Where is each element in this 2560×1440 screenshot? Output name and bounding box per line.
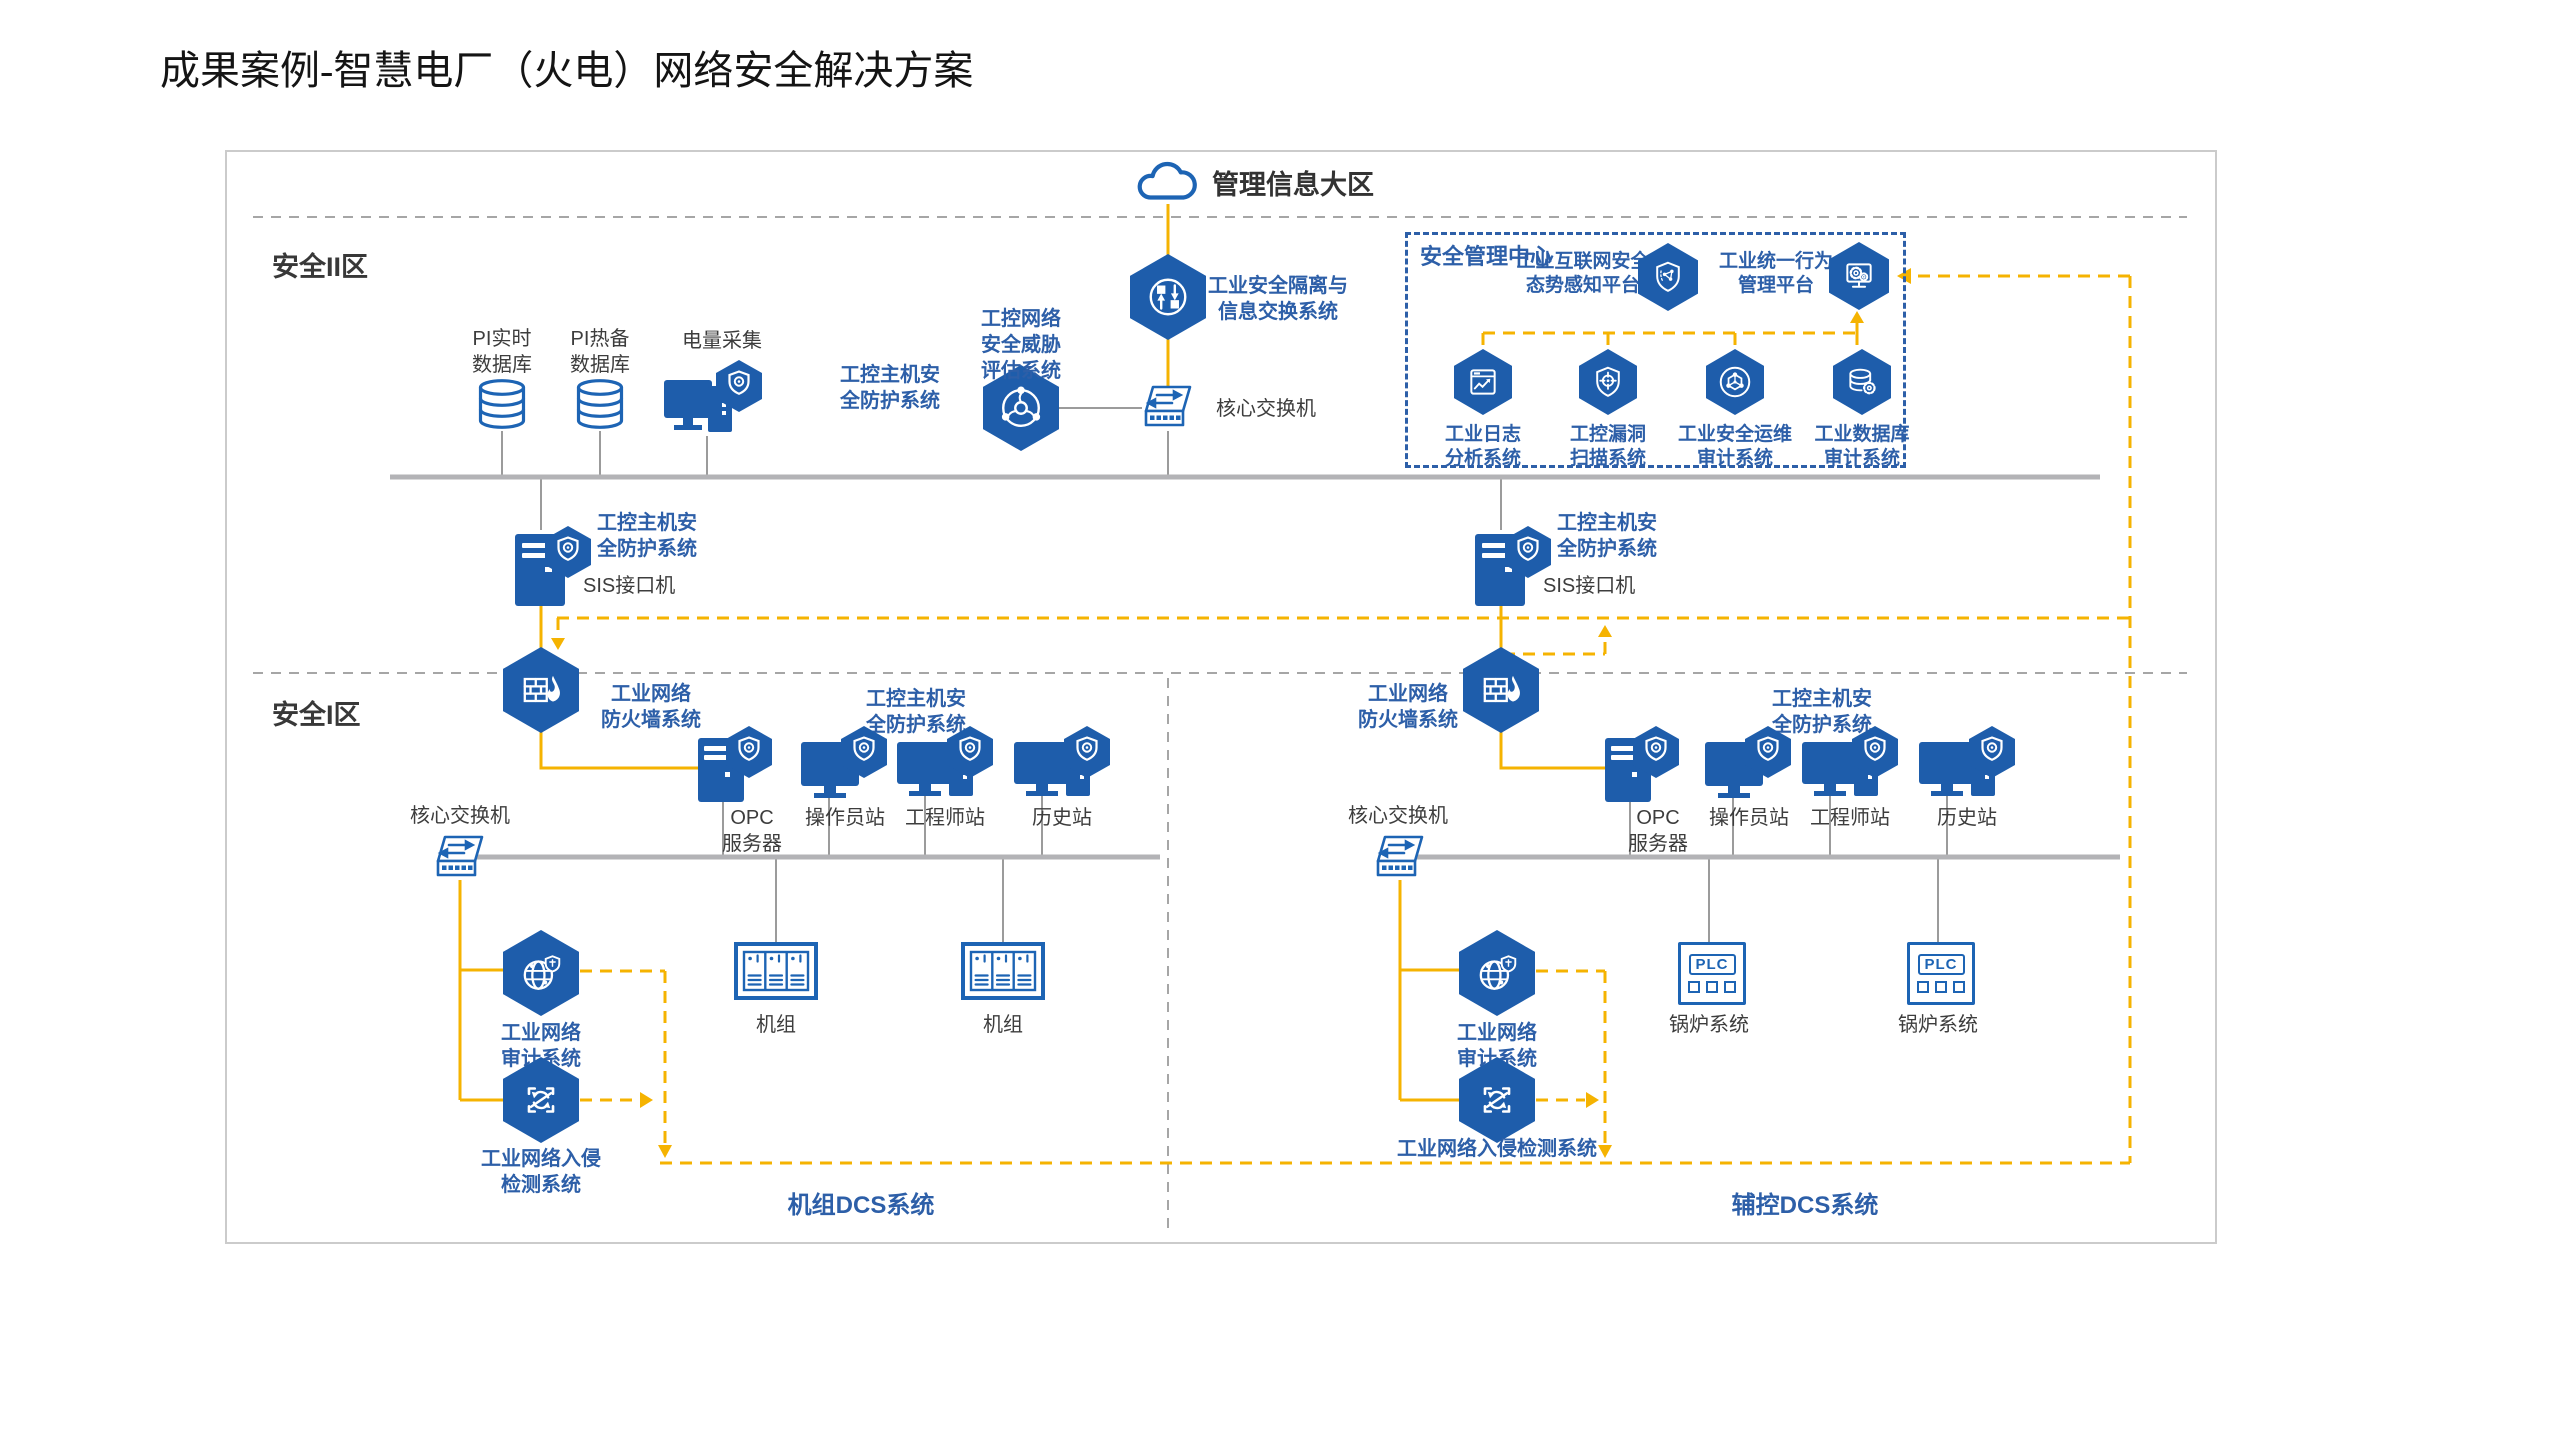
firewall-right-label: 工业网络 防火墙系统	[1358, 683, 1458, 731]
history-station-right	[1919, 724, 2019, 800]
core-switch-top-icon	[1142, 384, 1194, 432]
plc-icon: PLC	[1907, 942, 1975, 1005]
plc-icon: PLC	[1678, 942, 1746, 1005]
host-protection-label-right-group: 工控主机安 全防护系统	[1772, 688, 1872, 736]
engineer-station-left	[897, 724, 997, 800]
ops-audit-label: 工业安全运维 审计系统	[1677, 424, 1793, 469]
dcs-aux-caption: 辅控DCS系统	[1731, 1192, 1879, 1219]
opc-server-right-label: OPC 服务器	[1628, 807, 1688, 855]
operator-station-right-label: 操作员站	[1709, 807, 1789, 829]
log-analysis-label: 工业日志 分析系统	[1444, 424, 1522, 469]
plc-text: PLC	[1924, 956, 1958, 973]
host-protection-badge-icon	[716, 360, 762, 412]
threat-assessment-label: 工控网络 安全威胁 评估系统	[981, 308, 1061, 382]
sis-right-protection-label: 工控主机安 全防护系统	[1557, 512, 1657, 560]
host-protection-badge-icon	[947, 726, 993, 778]
host-protection-badge-icon	[545, 526, 591, 578]
core-switch-left-label: 核心交换机	[410, 805, 510, 827]
unit-cabinet-icon	[961, 942, 1045, 1000]
history-station-right-label: 历史站	[1937, 807, 1997, 829]
host-protection-badge-icon	[1745, 726, 1791, 778]
opc-server-left	[698, 724, 774, 804]
operator-station-right	[1705, 724, 1795, 800]
history-station-left	[1014, 724, 1114, 800]
sis-left-label: SIS接口机	[583, 575, 676, 597]
pi-realtime-db-icon	[473, 376, 531, 432]
security-center-box	[1405, 232, 1906, 468]
sis-interface-left	[515, 526, 609, 608]
engineer-station-left-label: 工程师站	[905, 807, 985, 829]
host-protection-badge-icon	[726, 726, 772, 778]
core-switch-right-icon	[1374, 834, 1426, 882]
operator-station-left-label: 操作员站	[805, 807, 885, 829]
unit-label-2: 机组	[983, 1014, 1023, 1036]
security-center-title: 安全管理中心	[1420, 244, 1553, 269]
pi-standby-db-label: PI热备 数据库	[570, 328, 630, 376]
cloud-icon	[1134, 156, 1200, 204]
sis-left-protection-label: 工控主机安 全防护系统	[597, 512, 697, 560]
opc-server-left-label: OPC 服务器	[722, 807, 782, 855]
sis-right-label: SIS接口机	[1543, 575, 1636, 597]
db-audit-label: 工业数据库 审计系统	[1814, 424, 1910, 469]
management-zone-label: 管理信息大区	[1212, 170, 1374, 200]
unified-behavior-label: 工业统一行为 管理平台	[1718, 251, 1834, 296]
history-station-left-label: 历史站	[1032, 807, 1092, 829]
dcs-unit-caption: 机组DCS系统	[787, 1192, 935, 1219]
opc-server-right	[1605, 724, 1681, 804]
sis-interface-right	[1475, 526, 1569, 608]
engineer-station-right-label: 工程师站	[1810, 807, 1890, 829]
host-protection-badge-icon	[841, 726, 887, 778]
boiler-system-label-1: 锅炉系统	[1669, 1014, 1749, 1036]
host-protection-badge-icon	[1969, 726, 2015, 778]
host-protection-badge-icon	[1633, 726, 1679, 778]
firewall-left-label: 工业网络 防火墙系统	[601, 683, 701, 731]
intrusion-detection-left-label: 工业网络入侵 检测系统	[481, 1148, 601, 1196]
situation-awareness-label: 工业互联网安全 态势感知平台	[1516, 251, 1650, 296]
pi-standby-db-icon	[571, 376, 629, 432]
core-switch-left-icon	[434, 834, 486, 882]
zone2-label: 安全II区	[272, 252, 369, 282]
zone1-label: 安全I区	[272, 700, 361, 730]
operator-station-left	[801, 724, 891, 800]
vuln-scan-label: 工控漏洞 扫描系统	[1569, 424, 1647, 469]
plc-text: PLC	[1695, 956, 1729, 973]
host-protection-badge-icon	[1064, 726, 1110, 778]
core-switch-top-label: 核心交换机	[1216, 398, 1316, 420]
host-protection-label-top: 工控主机安 全防护系统	[840, 364, 940, 412]
unit-cabinet-icon	[734, 942, 818, 1000]
host-protection-label-left-group: 工控主机安 全防护系统	[866, 688, 966, 736]
engineer-station-right	[1802, 724, 1902, 800]
unit-label-1: 机组	[756, 1014, 796, 1036]
core-switch-right-label: 核心交换机	[1348, 805, 1448, 827]
intrusion-detection-right-label: 工业网络入侵检测系统	[1397, 1138, 1597, 1160]
page-title: 成果案例-智慧电厂（火电）网络安全解决方案	[160, 48, 974, 93]
boiler-system-label-2: 锅炉系统	[1898, 1014, 1978, 1036]
isolation-exchange-label: 工业安全隔离与 信息交换系统	[1208, 275, 1348, 323]
power-collection-icon	[664, 356, 768, 438]
pi-realtime-db-label: PI实时 数据库	[472, 328, 532, 376]
host-protection-badge-icon	[1505, 526, 1551, 578]
host-protection-badge-icon	[1852, 726, 1898, 778]
power-collection-label: 电量采集	[682, 330, 762, 352]
